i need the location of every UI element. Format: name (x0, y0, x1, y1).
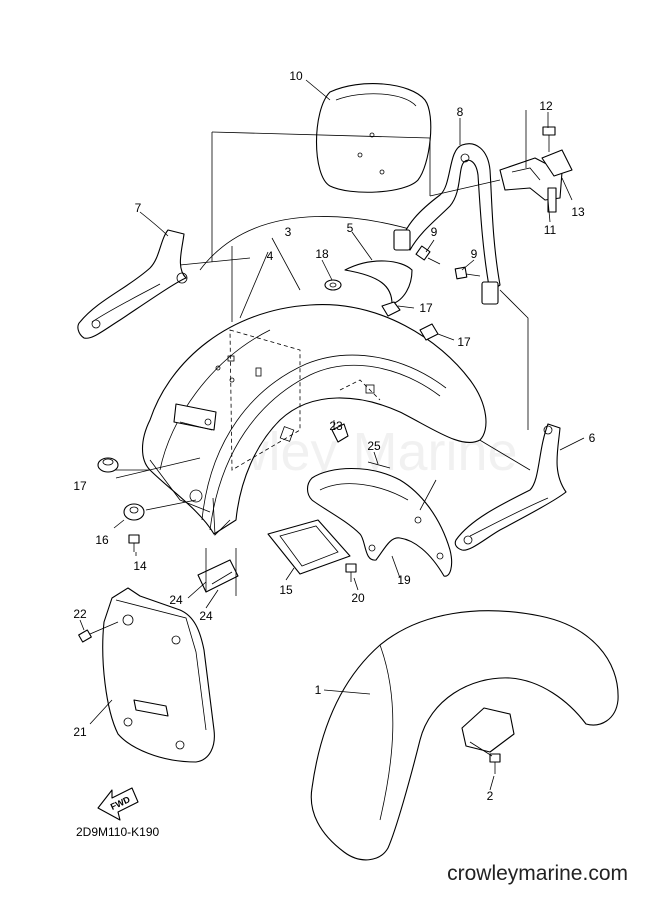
forward-arrow: FWD (97, 787, 139, 821)
inner-mudguard[interactable] (306, 467, 453, 577)
backrest-pad[interactable] (316, 83, 432, 193)
pad-24[interactable] (197, 559, 239, 593)
callout-19: 19 (397, 573, 411, 587)
callout-3: 3 (285, 225, 292, 239)
screw-20[interactable] (345, 563, 357, 582)
bolt-22[interactable] (78, 621, 119, 643)
callout-24-left: 24 (169, 593, 183, 607)
callout-12: 12 (539, 99, 553, 113)
callout-25: 25 (367, 439, 381, 453)
callout-1: 1 (315, 683, 322, 697)
washer-18[interactable] (324, 279, 342, 291)
callout-17-right: 17 (457, 335, 471, 349)
callout-15: 15 (279, 583, 293, 597)
callout-8: 8 (457, 105, 464, 119)
callout-14: 14 (133, 559, 147, 573)
bolt-9-right[interactable] (454, 266, 481, 280)
callout-9-left: 9 (431, 225, 438, 239)
callout-7: 7 (135, 201, 142, 215)
callout-5: 5 (347, 221, 354, 235)
bolt-9-left[interactable] (415, 245, 441, 265)
callout-18: 18 (315, 247, 329, 261)
decal-25 (367, 461, 391, 469)
bolt-2[interactable] (489, 753, 501, 774)
callout-6: 6 (589, 431, 596, 445)
callout-23: 23 (329, 419, 343, 433)
website-credit: crowleymarine.com (447, 862, 628, 885)
callout-17-left: 17 (73, 479, 87, 493)
side-bracket-left[interactable] (77, 229, 188, 339)
clip-23[interactable] (331, 423, 349, 443)
grommet-16[interactable] (123, 503, 145, 521)
bolt-12[interactable] (542, 126, 556, 152)
callout-11: 11 (544, 223, 557, 237)
callout-21: 21 (73, 725, 87, 739)
callout-24-right: 24 (199, 609, 213, 623)
callout-4: 4 (267, 249, 274, 263)
front-fender[interactable] (310, 610, 619, 861)
callout-9-right: 9 (471, 247, 478, 261)
diagram-code: 2D9M110-K190 (76, 825, 159, 839)
callout-16: 16 (95, 533, 109, 547)
callout-13: 13 (571, 205, 585, 219)
nut-17-upper[interactable] (381, 301, 401, 317)
callout-20: 20 (351, 591, 365, 605)
stripe-decal[interactable] (344, 260, 413, 305)
callout-17-upper: 17 (419, 301, 433, 315)
backrest-frame[interactable] (393, 143, 501, 305)
callout-10: 10 (289, 69, 303, 83)
rear-fender[interactable] (141, 304, 487, 536)
plate-13[interactable] (541, 149, 573, 177)
callout-22: 22 (73, 607, 87, 621)
backrest-bracket[interactable] (499, 157, 563, 213)
reflector-plate[interactable] (267, 519, 351, 575)
license-bracket[interactable] (102, 587, 215, 763)
bolt-14[interactable] (128, 534, 140, 552)
callout-2: 2 (487, 789, 494, 803)
side-bracket-right[interactable] (454, 423, 567, 551)
grommet-17-left[interactable] (97, 457, 119, 473)
